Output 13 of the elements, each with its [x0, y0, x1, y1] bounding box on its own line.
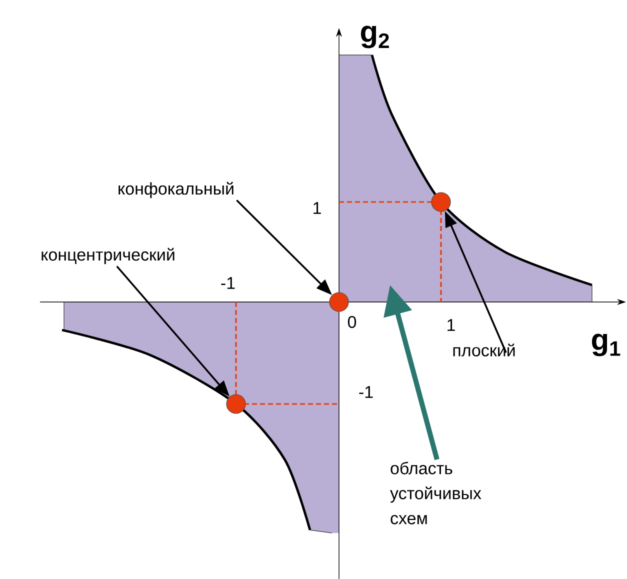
callout-text: концентрический — [42, 248, 174, 264]
tick-label: -1 — [359, 386, 373, 398]
axis-label: g$_{2}$ — [360, 26, 389, 48]
callout-text: область устойчивых схем — [390, 462, 482, 524]
point-marker — [329, 292, 349, 312]
tick-label: -1 — [221, 277, 235, 289]
tick-label: 1 — [448, 319, 455, 331]
point-marker — [226, 394, 246, 414]
callout-text: конфокальный — [118, 182, 234, 198]
tick-label: 1 — [314, 202, 321, 214]
axis-label: g$_{1}$ — [592, 334, 620, 356]
point-marker — [431, 192, 451, 212]
tick-label: 0 — [348, 316, 356, 328]
